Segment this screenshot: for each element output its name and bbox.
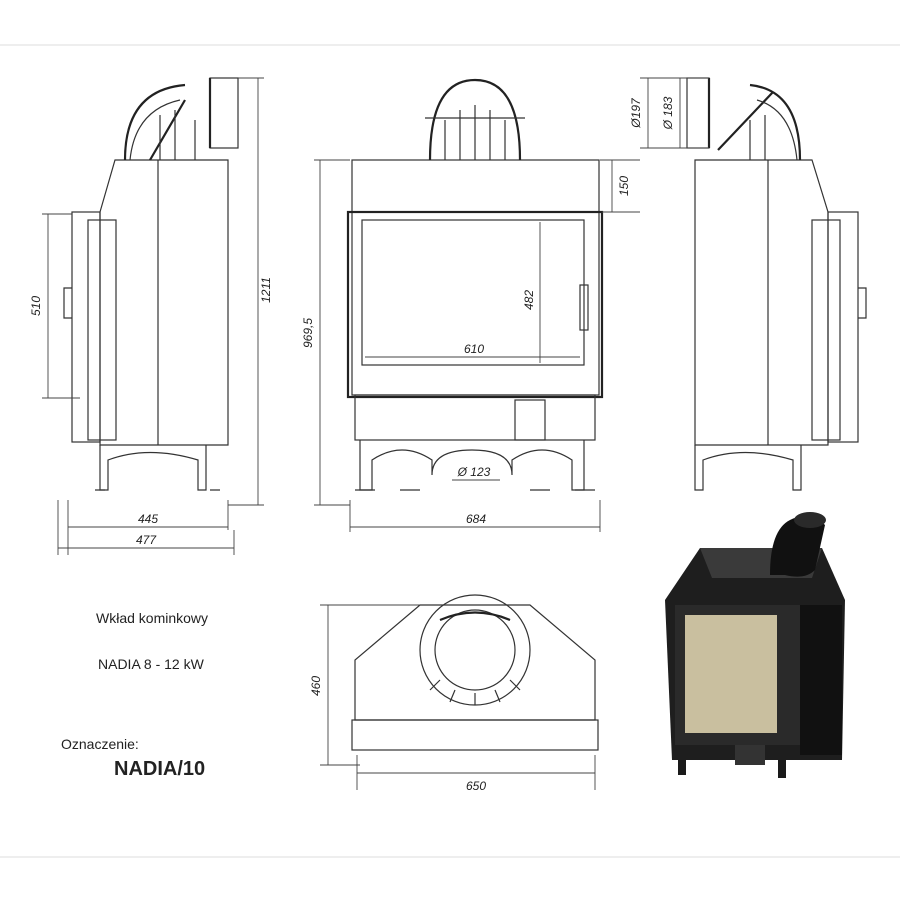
dim-front-height: 969,5 bbox=[301, 318, 315, 348]
dim-flue-inner-diameter: Ø 183 bbox=[661, 96, 675, 130]
dim-side-depth-inner: 445 bbox=[138, 512, 158, 526]
designation-value: NADIA/10 bbox=[114, 758, 206, 780]
dim-glass-width: 610 bbox=[464, 342, 484, 356]
top-view: 460 650 bbox=[309, 594, 599, 793]
fireplace-3d-render bbox=[665, 512, 845, 778]
dim-top-view-depth: 460 bbox=[309, 676, 323, 696]
designation-label: Oznaczenie: bbox=[61, 736, 139, 752]
right-side-view: Ø197 Ø 183 bbox=[629, 77, 867, 491]
dim-flue-outer-diameter: Ø197 bbox=[629, 97, 643, 129]
product-title: Wkład kominkowy bbox=[96, 610, 209, 626]
dim-top-view-width: 650 bbox=[466, 779, 486, 793]
dim-side-depth-outer: 477 bbox=[136, 533, 157, 547]
product-model-line: NADIA 8 - 12 kW bbox=[98, 656, 204, 672]
dim-side-door-height: 510 bbox=[29, 296, 43, 316]
dim-top-height: 150 bbox=[617, 176, 631, 196]
dim-total-height: 1211 bbox=[259, 277, 273, 303]
left-side-view: 510 1211 445 477 bbox=[29, 77, 273, 555]
dim-air-inlet-diameter: Ø 123 bbox=[457, 465, 491, 479]
front-view: 969,5 610 482 684 Ø 123 150 bbox=[301, 78, 640, 532]
dim-glass-height: 482 bbox=[522, 290, 536, 310]
dim-front-width: 684 bbox=[466, 512, 486, 526]
